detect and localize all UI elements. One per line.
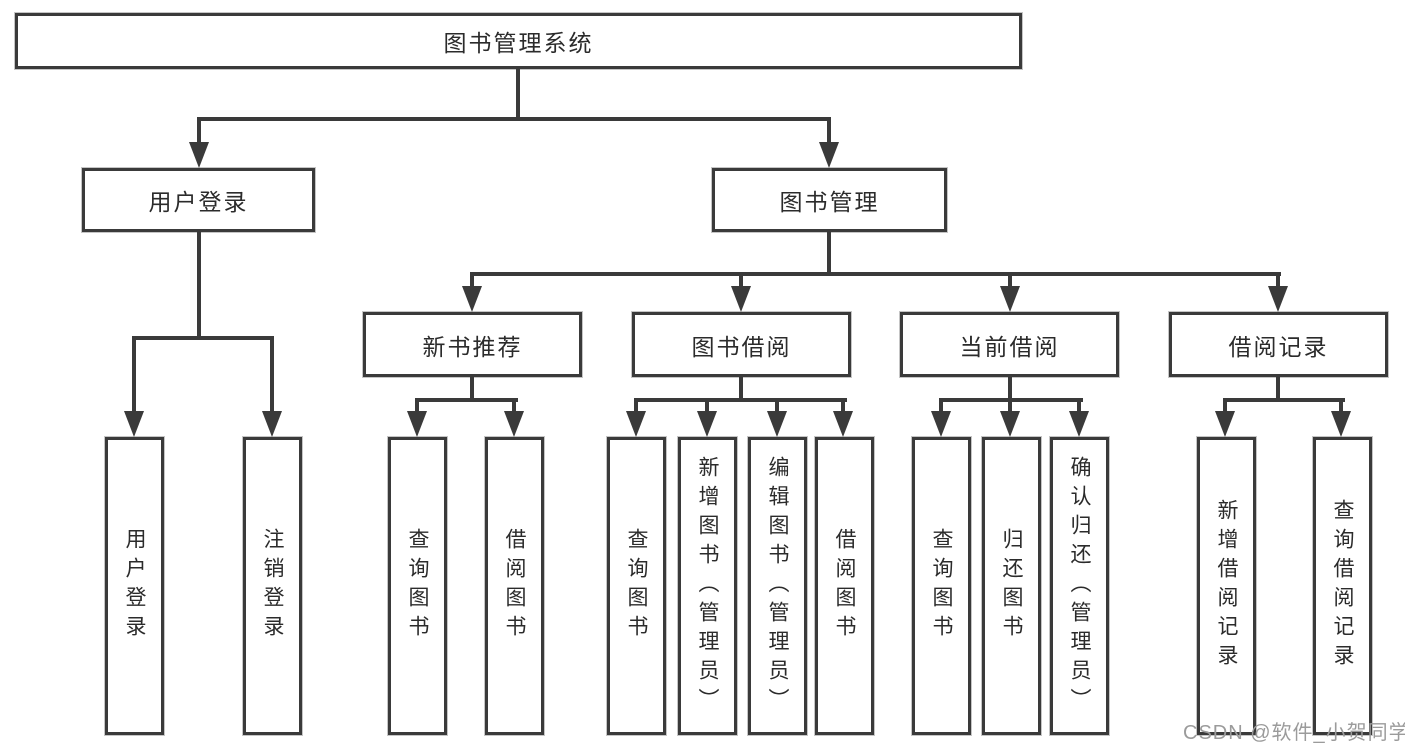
connector-line <box>415 398 419 413</box>
connector-line <box>1008 375 1012 402</box>
node-label: 当前借阅 <box>959 333 1060 360</box>
leaf-edit-books-admin: 编辑图书（管理员） <box>748 437 807 735</box>
connector-line <box>634 398 638 413</box>
arrowhead-icon <box>819 142 839 168</box>
connector-line <box>197 117 831 121</box>
connector-line <box>197 117 201 144</box>
arrowhead-icon <box>1215 411 1235 437</box>
node-label: 新增图书（管理员） <box>696 455 719 717</box>
node-current-borrow: 当前借阅 <box>900 312 1119 377</box>
leaf-logout: 注销登录 <box>243 437 302 735</box>
node-label: 查询图书 <box>625 528 648 644</box>
csdn-watermark: CSDN @软件_小贺同学 <box>1183 722 1405 744</box>
arrowhead-icon <box>1000 411 1020 437</box>
connector-line <box>827 117 831 144</box>
node-borrow-records: 借阅记录 <box>1169 312 1388 377</box>
leaf-user-login: 用户登录 <box>105 437 164 735</box>
connector-line <box>775 398 779 413</box>
connector-line <box>1339 398 1343 413</box>
arrowhead-icon <box>124 411 144 437</box>
node-label: 查询图书 <box>930 528 953 644</box>
connector-line <box>634 398 847 402</box>
arrowhead-icon <box>731 286 751 312</box>
connector-line <box>415 398 518 402</box>
leaf-query-borrow-record: 查询借阅记录 <box>1313 437 1372 735</box>
connector-line <box>1276 375 1280 402</box>
node-label: 查询借阅记录 <box>1331 499 1354 673</box>
leaf-borrow-books-1: 借阅图书 <box>485 437 544 735</box>
node-label: 图书管理系统 <box>443 30 594 56</box>
arrowhead-icon <box>504 411 524 437</box>
leaf-query-books-2: 查询图书 <box>607 437 666 735</box>
leaf-query-books-3: 查询图书 <box>912 437 971 735</box>
connector-line <box>1008 398 1012 413</box>
node-user-login: 用户登录 <box>82 168 315 232</box>
arrowhead-icon <box>262 411 282 437</box>
connector-line <box>470 272 474 288</box>
arrowhead-icon <box>1069 411 1089 437</box>
arrowhead-icon <box>407 411 427 437</box>
node-label: 图书借阅 <box>691 333 792 360</box>
connector-line <box>827 231 831 276</box>
connector-line <box>270 336 274 413</box>
connector-line <box>132 336 274 340</box>
node-new-book-recommend: 新书推荐 <box>363 312 582 377</box>
node-label: 借阅图书 <box>503 528 526 644</box>
leaf-borrow-books-2: 借阅图书 <box>815 437 874 735</box>
arrowhead-icon <box>767 411 787 437</box>
node-root-library-system: 图书管理系统 <box>15 13 1022 69</box>
connector-line <box>739 272 743 288</box>
node-label: 用户登录 <box>148 189 249 215</box>
connector-line <box>939 398 943 413</box>
arrowhead-icon <box>462 286 482 312</box>
connector-line <box>470 272 1281 276</box>
leaf-confirm-return-admin: 确认归还（管理员） <box>1050 437 1109 735</box>
leaf-return-books: 归还图书 <box>982 437 1041 735</box>
arrowhead-icon <box>931 411 951 437</box>
node-book-borrow: 图书借阅 <box>632 312 851 377</box>
arrowhead-icon <box>1268 286 1288 312</box>
connector-line <box>739 375 743 402</box>
arrowhead-icon <box>833 411 853 437</box>
node-label: 确认归还（管理员） <box>1068 455 1091 717</box>
node-label: 用户登录 <box>123 528 146 644</box>
arrowhead-icon <box>626 411 646 437</box>
node-label: 注销登录 <box>261 528 284 644</box>
node-label: 新增借阅记录 <box>1215 499 1238 673</box>
node-label: 归还图书 <box>1000 528 1023 644</box>
node-label: 查询图书 <box>406 528 429 644</box>
connector-line <box>1276 272 1280 288</box>
node-label: 新书推荐 <box>422 333 523 360</box>
leaf-query-books-1: 查询图书 <box>388 437 447 735</box>
connector-line <box>512 398 516 413</box>
arrowhead-icon <box>697 411 717 437</box>
arrowhead-icon <box>1331 411 1351 437</box>
node-label: 借阅记录 <box>1228 333 1329 360</box>
arrowhead-icon <box>1000 286 1020 312</box>
connector-line <box>516 68 520 121</box>
connector-line <box>1223 398 1345 402</box>
connector-line <box>705 398 709 413</box>
leaf-add-books-admin: 新增图书（管理员） <box>678 437 737 735</box>
connector-line <box>1008 272 1012 288</box>
connector-line <box>1223 398 1227 413</box>
node-label: 借阅图书 <box>833 528 856 644</box>
leaf-add-borrow-record: 新增借阅记录 <box>1197 437 1256 735</box>
connector-line <box>197 231 201 340</box>
node-label: 图书管理 <box>779 189 880 215</box>
node-label: 编辑图书（管理员） <box>766 455 789 717</box>
connector-line <box>470 375 474 402</box>
connector-line <box>841 398 845 413</box>
connector-line <box>132 336 136 413</box>
node-book-management: 图书管理 <box>712 168 947 232</box>
arrowhead-icon <box>189 142 209 168</box>
connector-line <box>1077 398 1081 413</box>
